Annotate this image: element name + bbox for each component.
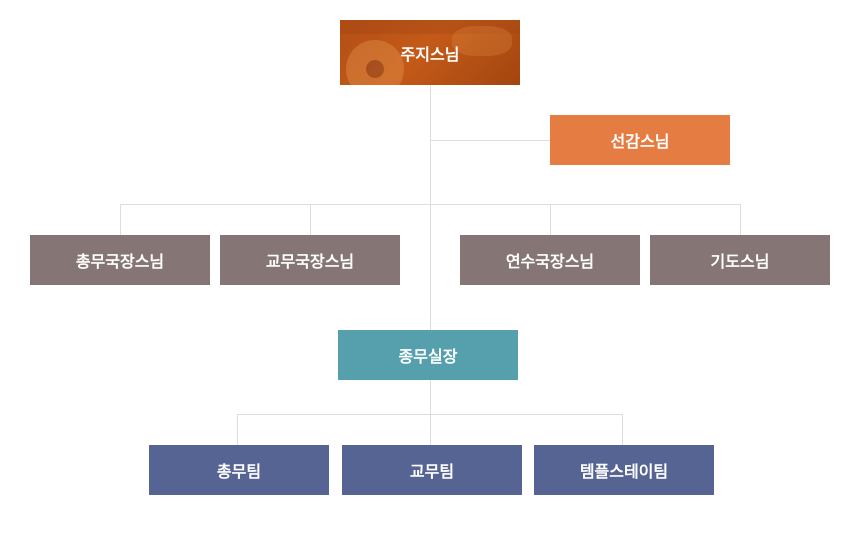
chief-label: 종무실장 [398, 347, 458, 366]
advisor-node[interactable]: 선감스님 [550, 115, 730, 165]
director-label: 총무국장스님 [75, 252, 165, 271]
director-label: 연수국장스님 [505, 252, 595, 271]
head-label: 주지스님 [400, 44, 460, 64]
head-node[interactable]: 주지스님 [340, 20, 520, 85]
film-reel-icon [346, 40, 404, 85]
head-texture-strip [340, 20, 520, 34]
team-label: 템플스테이팀 [579, 462, 669, 481]
director-node-education[interactable]: 교무국장스님 [220, 235, 400, 285]
team-label: 총무팀 [216, 462, 262, 481]
team-node-education[interactable]: 교무팀 [342, 445, 522, 495]
director-node-prayer[interactable]: 기도스님 [650, 235, 830, 285]
team-node-general-affairs[interactable]: 총무팀 [149, 445, 329, 495]
head-texture-blot [452, 26, 512, 56]
director-label: 교무국장스님 [265, 252, 355, 271]
director-label: 기도스님 [710, 252, 770, 271]
advisor-label: 선감스님 [610, 132, 670, 151]
team-label: 교무팀 [409, 462, 455, 481]
team-node-templestay[interactable]: 템플스테이팀 [534, 445, 714, 495]
director-node-training[interactable]: 연수국장스님 [460, 235, 640, 285]
director-node-general-affairs[interactable]: 총무국장스님 [30, 235, 210, 285]
chief-node[interactable]: 종무실장 [338, 330, 518, 380]
